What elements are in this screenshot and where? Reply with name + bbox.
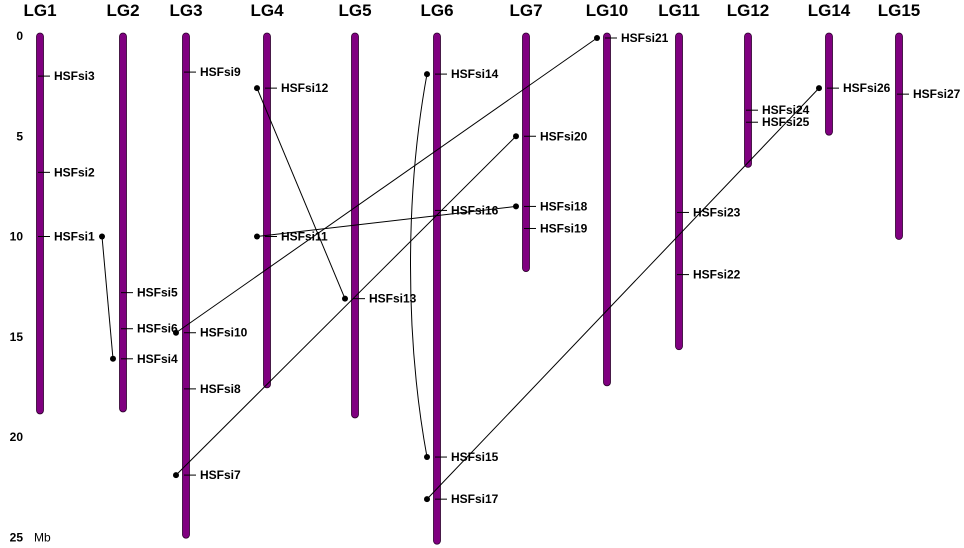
gene-label: HSFsi5 — [137, 286, 178, 300]
linkage-group-title: LG6 — [420, 1, 453, 20]
link-endpoint — [594, 35, 600, 42]
link-endpoint — [99, 233, 105, 240]
link-endpoint — [254, 85, 260, 92]
linkage-group-title: LG7 — [509, 1, 542, 20]
link-endpoint — [513, 203, 519, 210]
linkage-group-title: LG4 — [250, 1, 284, 20]
link-endpoint — [173, 329, 179, 336]
link-endpoint — [342, 295, 348, 302]
gene-label: HSFsi15 — [451, 450, 499, 464]
gene-label: HSFsi16 — [451, 203, 499, 217]
gene-label: HSFsi18 — [540, 199, 588, 213]
gene-label: HSFsi17 — [451, 492, 499, 506]
chromosome-bar — [675, 32, 683, 351]
linkage-group-title: LG3 — [169, 1, 202, 20]
axis-tick-label: 5 — [16, 129, 23, 143]
gene-label: HSFsi2 — [54, 165, 95, 179]
chromosome-bar — [36, 32, 44, 415]
linkage-group-title: LG15 — [878, 1, 921, 20]
chromosome-bar — [825, 32, 833, 136]
gene-label: HSFsi13 — [369, 292, 417, 306]
duplication-link — [256, 87, 346, 299]
link-endpoint — [254, 233, 260, 240]
linkage-group-title: LG2 — [106, 1, 139, 20]
link-endpoint — [424, 496, 430, 503]
link-endpoint — [816, 85, 822, 92]
gene-label: HSFsi23 — [693, 205, 741, 219]
duplication-link — [426, 87, 820, 500]
duplication-link — [175, 37, 598, 334]
chromosome-bar — [895, 32, 903, 240]
axis-tick-label: 15 — [10, 330, 24, 344]
gene-label: HSFsi12 — [281, 81, 329, 95]
linkage-group-title: LG14 — [808, 1, 851, 20]
gene-label: HSFsi21 — [621, 31, 669, 45]
duplication-link — [101, 236, 114, 359]
gene-label: HSFsi6 — [137, 322, 178, 336]
gene-label: HSFsi8 — [200, 382, 241, 396]
linkage-group-title: LG1 — [23, 1, 56, 20]
chromosome-bar — [182, 32, 190, 539]
chromosome-bar — [744, 32, 752, 168]
gene-label: HSFsi1 — [54, 230, 95, 244]
gene-label: HSFsi7 — [200, 468, 241, 482]
link-endpoint — [424, 454, 430, 461]
gene-label: HSFsi20 — [540, 129, 588, 143]
axis-tick-label: 20 — [10, 430, 24, 444]
link-endpoint — [110, 355, 116, 362]
axis-tick-label: 10 — [10, 230, 24, 244]
axis-tick-label: 25 — [10, 530, 24, 544]
chromosome-bar — [263, 32, 271, 389]
link-endpoint — [513, 133, 519, 140]
link-endpoint — [424, 71, 430, 78]
linkage-group-title: LG11 — [658, 1, 700, 20]
gene-label: HSFsi24 — [762, 103, 810, 117]
chromosome-bar — [522, 32, 530, 272]
chromosome-bar — [119, 32, 127, 413]
gene-label: HSFsi9 — [200, 65, 241, 79]
gene-label: HSFsi27 — [913, 87, 961, 101]
gene-label: HSFsi10 — [200, 326, 248, 340]
gene-label: HSFsi3 — [54, 69, 95, 83]
duplication-link — [256, 205, 517, 237]
duplication-link — [175, 135, 517, 476]
linkage-group-title: LG12 — [727, 1, 770, 20]
linkage-group-title: LG5 — [338, 1, 371, 20]
gene-label: HSFsi4 — [137, 352, 178, 366]
gene-label: HSFsi22 — [693, 268, 741, 282]
gene-label: HSFsi14 — [451, 67, 499, 81]
axis-tick-label: 0 — [16, 29, 23, 43]
chromosome-bar — [603, 32, 611, 387]
gene-label: HSFsi19 — [540, 221, 588, 235]
gene-label: HSFsi26 — [843, 81, 891, 95]
gene-label: HSFsi11 — [281, 230, 328, 244]
axis-unit-label: Mb — [34, 530, 51, 544]
chromosome-bar — [433, 32, 441, 545]
linkage-group-title: LG10 — [586, 1, 629, 20]
link-endpoint — [173, 472, 179, 479]
duplication-link — [410, 74, 428, 458]
